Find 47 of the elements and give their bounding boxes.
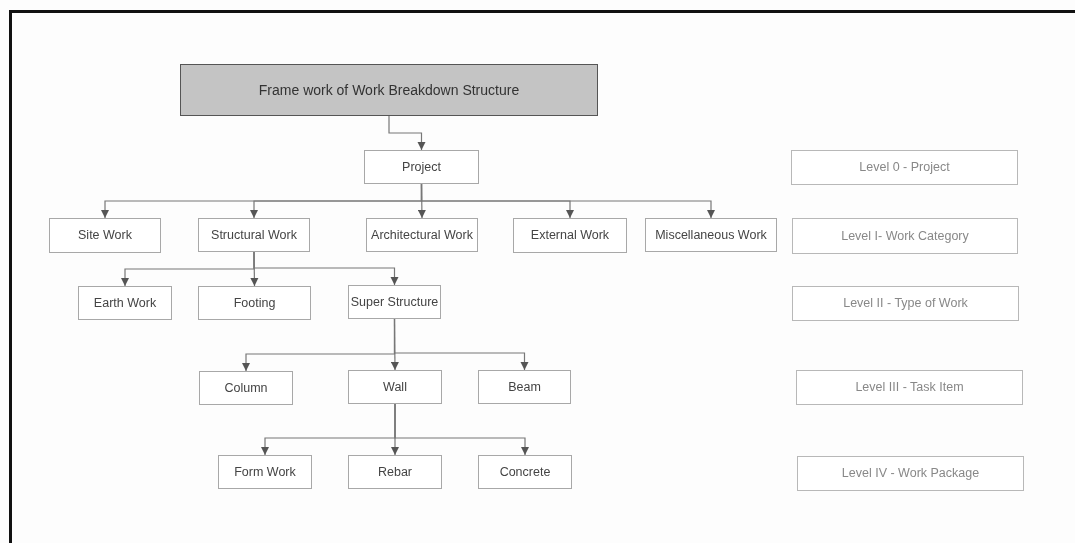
level-box [797,456,1024,491]
node-label: Super Structure [350,294,439,310]
node-label: Structural Work [211,227,297,243]
connector-arrow [388,115,426,151]
wbs-box [78,286,172,320]
node-label: Wall [383,379,407,395]
wbs-box [198,218,310,252]
node-label: Level IV - Work Package [841,466,980,481]
title-box [180,64,598,116]
connector-arrow [393,318,529,371]
node-label: Form Work [234,464,296,480]
wbs-box [198,286,311,320]
wbs-box [364,150,479,184]
wbs-box [645,218,777,252]
node-label: Project [402,159,441,175]
wbs-box [199,371,293,405]
node-label: Beam [508,379,541,395]
node-label: Level 0 - Project [859,160,950,175]
level-box [792,218,1018,254]
level-box [796,370,1023,405]
node-label: Column [224,380,268,396]
node-label: Miscellaneous Work [655,227,767,243]
node-label: Concrete [499,464,551,480]
node-label: Level II - Type of Work [843,296,968,311]
wbs-box [478,455,572,489]
level-box [791,150,1018,185]
node-label: Footing [233,295,276,311]
wbs-box [513,218,627,253]
wbs-box [49,218,161,253]
node-label: Level I- Work Category [841,228,969,244]
node-label: Frame work of Work Breakdown Structure [258,81,520,99]
wbs-box [218,455,312,489]
node-label: Rebar [377,464,412,480]
connector-arrow [394,403,530,456]
node-label: Level III - Task Item [855,380,964,395]
node-label: Earth Work [93,295,157,311]
wbs-box [348,455,442,489]
wbs-box [348,285,441,319]
wbs-box [366,218,478,252]
wbs-box [478,370,571,404]
connector-arrow [253,251,399,286]
wbs-box [348,370,442,404]
node-label: External Work [530,228,610,243]
connector-arrow [420,183,716,219]
node-label: Architectural Work [371,227,473,243]
node-label: Site Work [78,228,132,243]
level-box [792,286,1019,321]
